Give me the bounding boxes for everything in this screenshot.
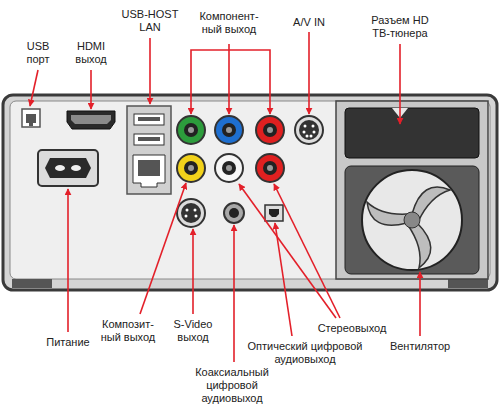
callout-label: Питание [38,336,98,349]
callout-label: Компонент- ный выход [194,10,264,36]
usb-port-symbol [22,109,40,127]
coax-symbol [224,203,244,223]
power-socket-symbol [38,150,98,186]
callout-label: Разъем HD ТВ-тюнера [363,14,437,40]
callout-label: Вентилятор [380,340,460,353]
panel-face [10,101,490,279]
optical-symbol [265,205,283,221]
leader-lines [30,32,420,362]
callout-label: Коаксиальный цифровой аудиовыход [189,366,275,405]
callout-label: HDMI выход [69,40,114,66]
hdmi-port-symbol [67,111,115,129]
callout-label: Оптический цифровой аудиовыход [244,340,366,366]
callout-label: Композит- ный выход [96,318,160,344]
callout-label: A/V IN [284,16,334,29]
tuner-fan-section [336,101,488,279]
svideo-symbol [177,199,205,227]
callout-label: USB порт [18,40,58,66]
panel-foot [12,279,52,288]
callout-label: S-Video выход [169,318,217,344]
callout-label: Стереовыход [312,322,392,335]
panel-housing [3,95,497,290]
panel-foot [448,279,488,288]
callout-label: USB-HOST LAN [119,8,181,34]
rca-jacks [177,116,284,182]
av-in-symbol [295,116,323,144]
usb-lan-block [127,106,171,194]
